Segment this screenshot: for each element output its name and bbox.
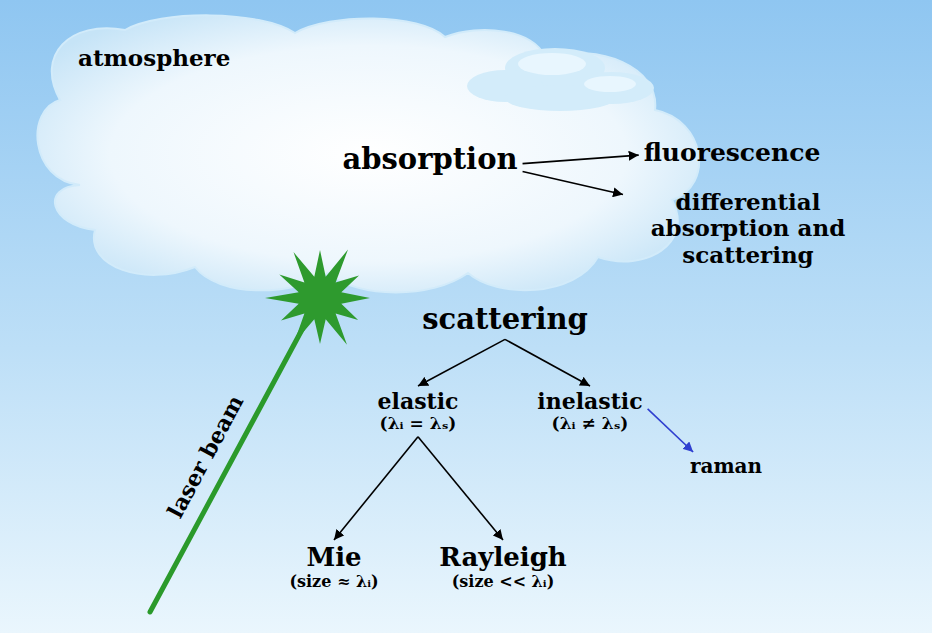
- node-heading: Mie: [289, 543, 378, 573]
- node-heading: inelastic: [537, 389, 642, 414]
- connectors: [334, 155, 693, 540]
- node-heading: differential absorption and scattering: [628, 189, 868, 268]
- cloud-highlight: [518, 53, 586, 75]
- connector-arrow: [523, 155, 639, 163]
- node-heading: scattering: [422, 303, 588, 336]
- node-detail: (λᵢ ≠ λₛ): [537, 414, 642, 434]
- cloud-path: [37, 15, 699, 292]
- process-label: absorption: [337, 140, 522, 179]
- node-heading: atmosphere: [78, 45, 230, 71]
- connector-arrow: [418, 437, 503, 540]
- scatter-starburst: [265, 250, 370, 345]
- small-clouds: [467, 48, 654, 111]
- node-heading: fluorescence: [644, 139, 821, 168]
- connector-arrow: [334, 437, 418, 540]
- process-label: fluorescence: [639, 136, 826, 171]
- node-detail: (size << λᵢ): [439, 573, 567, 591]
- connector-arrow: [505, 339, 590, 386]
- category-label: raman: [685, 452, 767, 481]
- process-label: differential absorption and scattering: [623, 186, 873, 271]
- category-label: elastic(λᵢ = λₛ): [373, 386, 464, 437]
- category-label: Mie(size ≈ λᵢ): [284, 540, 383, 594]
- connector-arrow: [418, 339, 505, 386]
- connector-arrow: [648, 409, 693, 452]
- connector-arrow: [523, 171, 623, 194]
- category-label: Rayleigh(size << λᵢ): [434, 540, 572, 594]
- node-heading: raman: [690, 455, 762, 478]
- node-detail: (size ≈ λᵢ): [289, 573, 378, 591]
- category-label: inelastic(λᵢ ≠ λₛ): [532, 386, 647, 437]
- node-heading: Rayleigh: [439, 543, 567, 573]
- node-heading: absorption: [342, 143, 517, 176]
- cloud-highlight: [584, 76, 636, 92]
- process-label: scattering: [417, 300, 593, 339]
- laser-beam: [150, 300, 318, 612]
- node-heading: elastic: [378, 389, 459, 414]
- node-detail: (λᵢ = λₛ): [378, 414, 459, 434]
